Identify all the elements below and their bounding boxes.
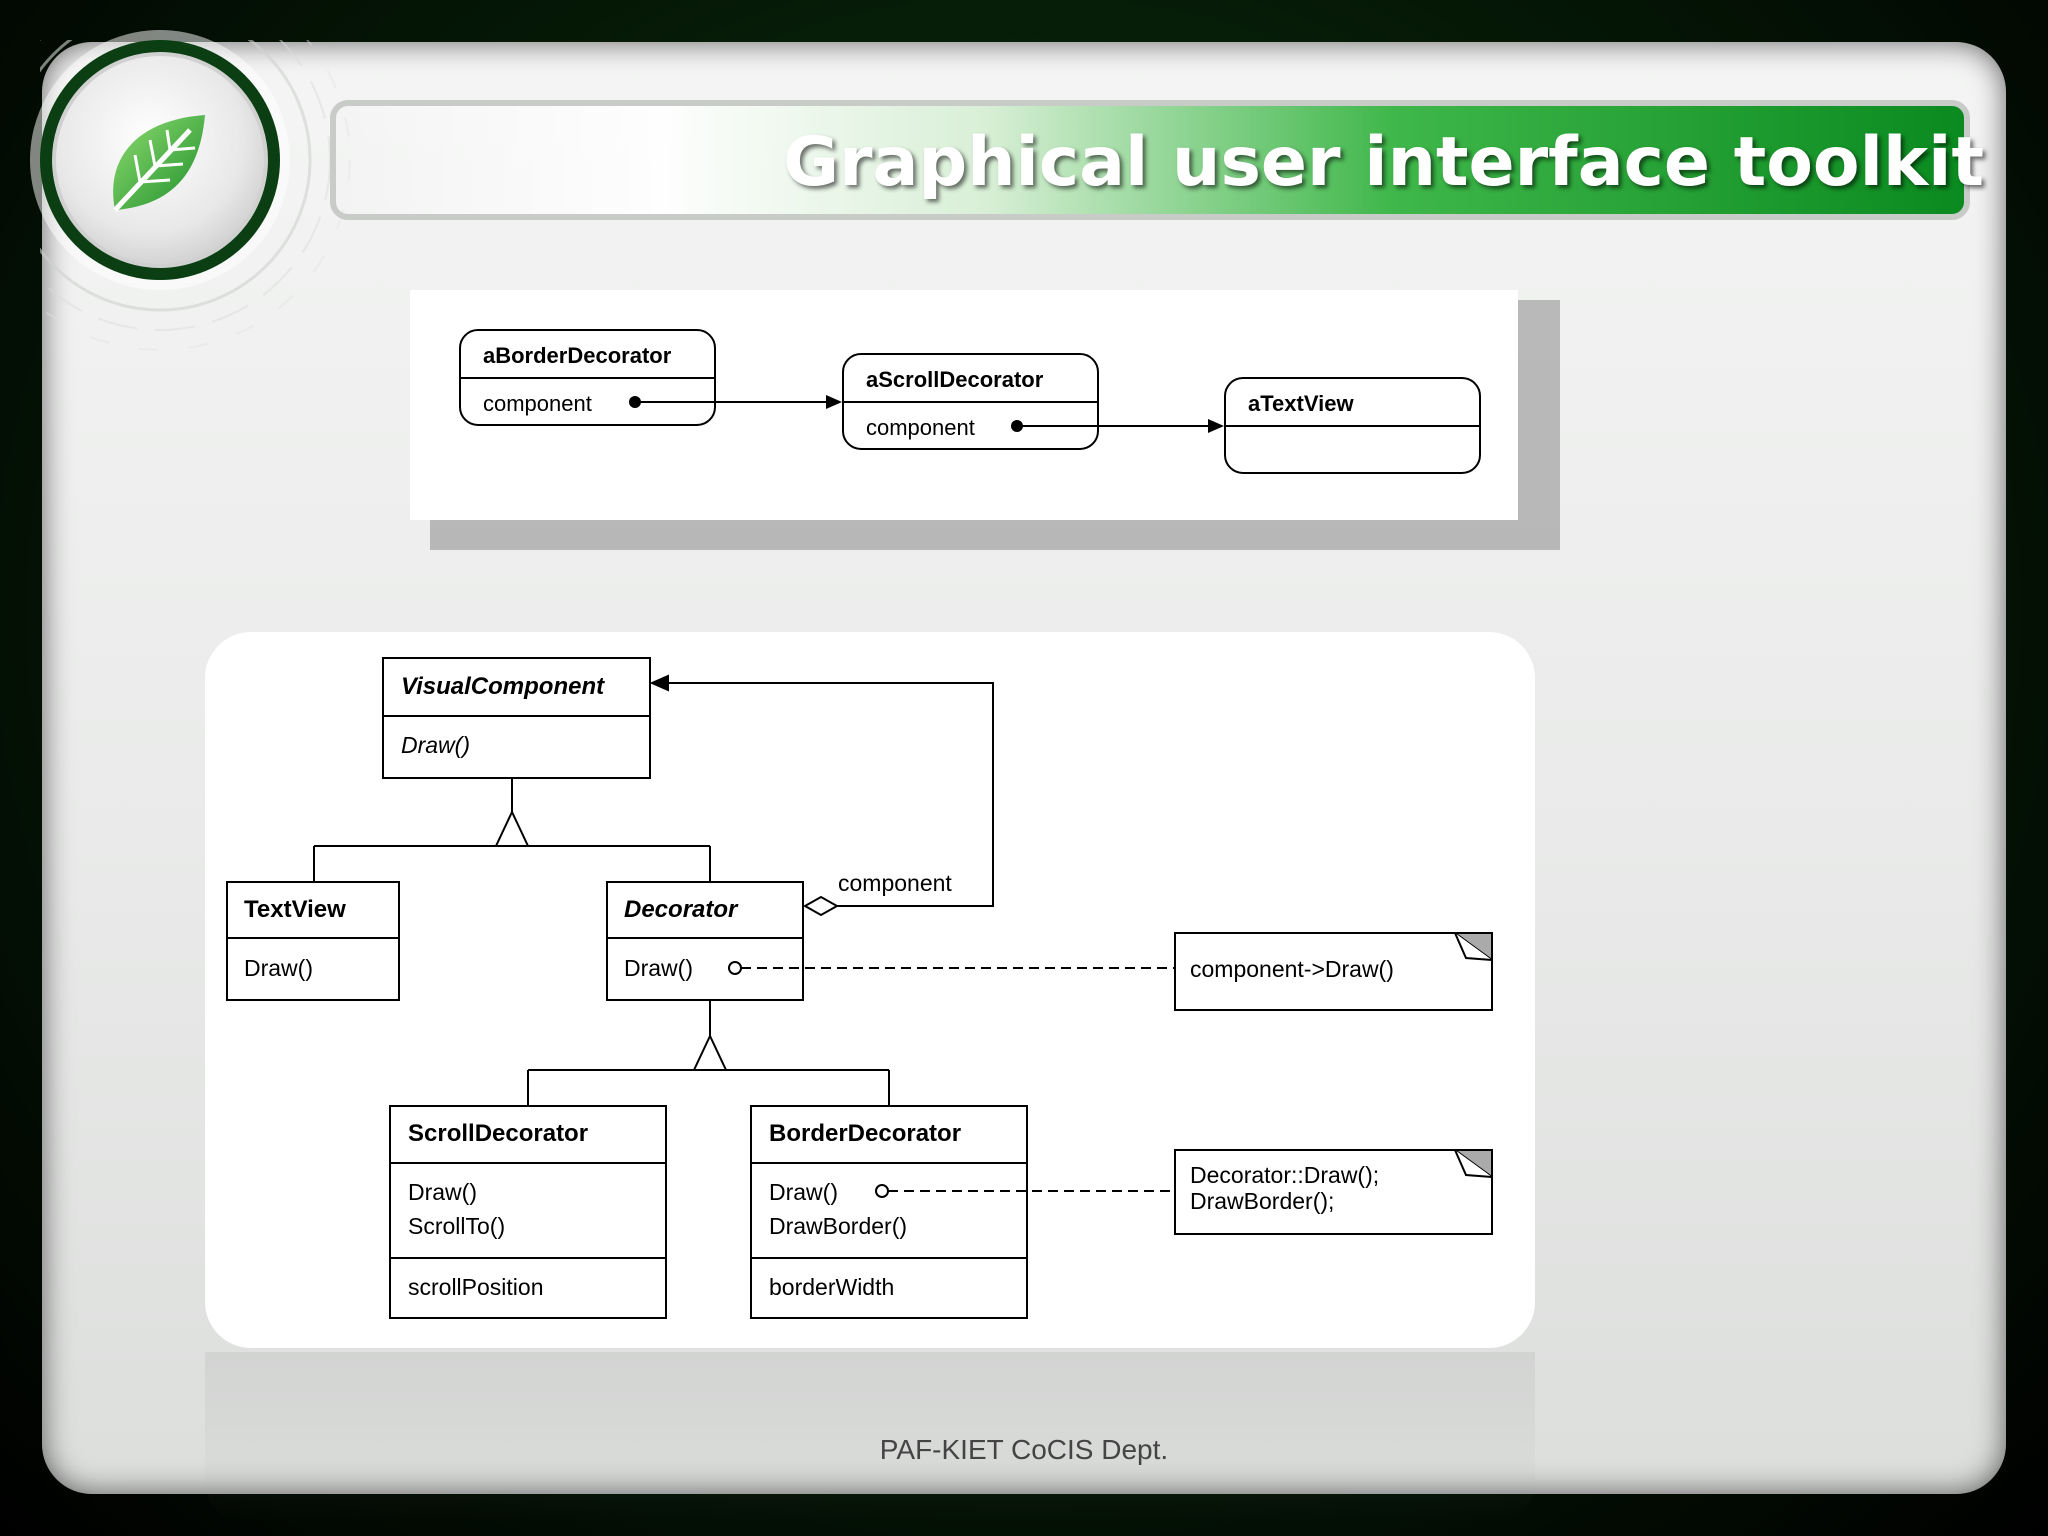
class-decorator-operation: Draw() — [624, 955, 693, 981]
diagram-reflection — [205, 1352, 1535, 1522]
class-visual-component-name: VisualComponent — [401, 673, 605, 700]
class-scroll-decorator: ScrollDecorator Draw() ScrollTo() scroll… — [389, 1105, 667, 1319]
inheritance-visual-component — [313, 778, 711, 882]
title-bar — [330, 100, 1970, 220]
class-decorator-name: Decorator — [624, 896, 739, 923]
note-decorator: component->Draw() — [1174, 932, 1493, 1011]
object-scroll-decorator-name: aScrollDecorator — [866, 367, 1044, 392]
object-text-view: aTextView — [1224, 377, 1481, 474]
class-border-decorator-name: BorderDecorator — [769, 1120, 961, 1147]
class-border-decorator-attribute: borderWidth — [769, 1274, 894, 1300]
inheritance-decorator — [527, 1000, 890, 1106]
class-border-decorator-operation: DrawBorder() — [769, 1213, 907, 1239]
object-link-1 — [635, 395, 842, 409]
class-border-decorator: BorderDecorator Draw() DrawBorder() bord… — [750, 1105, 1028, 1319]
class-text-view-operation: Draw() — [244, 955, 313, 981]
page-title: Graphical user interface toolkit — [783, 123, 1984, 202]
aggregation-label: component — [838, 870, 952, 896]
slide-footer: PAF-KIET CoCIS Dept. — [879, 1434, 1169, 1465]
object-text-view-name: aTextView — [1248, 391, 1354, 416]
note-border: Decorator::Draw(); DrawBorder(); — [1174, 1149, 1493, 1235]
class-text-view-name: TextView — [244, 896, 346, 923]
class-text-view: TextView Draw() — [226, 881, 400, 1001]
class-visual-component: VisualComponent Draw() — [382, 657, 651, 779]
class-scroll-decorator-name: ScrollDecorator — [408, 1120, 588, 1147]
leaf-icon — [113, 115, 205, 212]
class-scroll-decorator-operation: ScrollTo() — [408, 1213, 505, 1239]
object-border-decorator-field: component — [483, 391, 592, 416]
class-visual-component-operation: Draw() — [401, 732, 470, 758]
class-border-decorator-operation: Draw() — [769, 1179, 838, 1205]
class-decorator: Decorator Draw() — [606, 881, 804, 1001]
object-scroll-decorator-field: component — [866, 415, 975, 440]
class-scroll-decorator-operation: Draw() — [408, 1179, 477, 1205]
class-scroll-decorator-attribute: scrollPosition — [408, 1274, 544, 1300]
object-border-decorator-name: aBorderDecorator — [483, 343, 672, 368]
note-border-line: DrawBorder(); — [1190, 1188, 1334, 1214]
note-decorator-line: component->Draw() — [1190, 956, 1394, 982]
note-border-line: Decorator::Draw(); — [1190, 1162, 1379, 1188]
aggregation-component — [649, 674, 994, 917]
object-link-2 — [1017, 419, 1224, 433]
